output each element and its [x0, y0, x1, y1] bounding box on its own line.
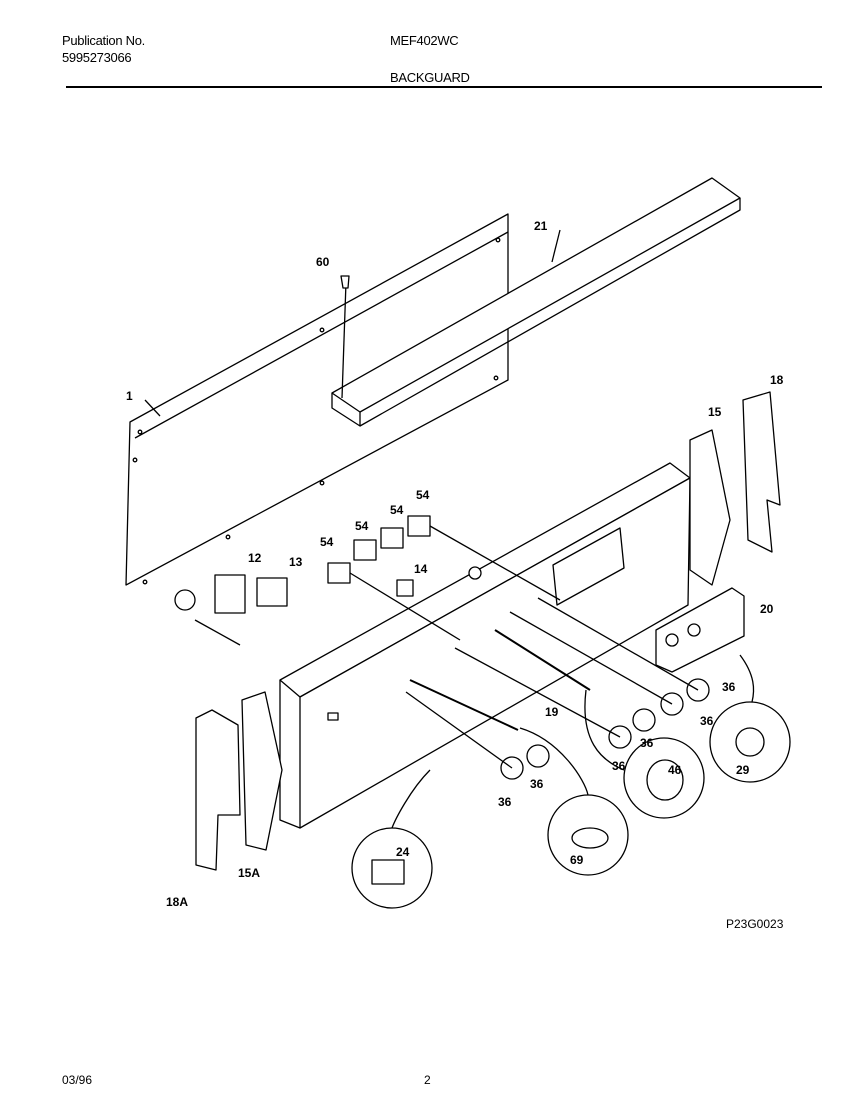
- label-part-36-d: 36: [612, 759, 626, 773]
- label-part-1: 1: [126, 389, 133, 403]
- label-part-19: 19: [545, 705, 559, 719]
- model-number: MEF402WC: [390, 33, 459, 48]
- publication-label: Publication No.: [62, 33, 145, 48]
- label-part-18a: 18A: [166, 895, 188, 909]
- connector-part-14: [396, 579, 414, 597]
- side-bracket-part-15: [689, 429, 731, 586]
- end-cap-part-18: [742, 391, 781, 553]
- label-part-54-d: 54: [320, 535, 334, 549]
- switch-part-13: [256, 577, 288, 607]
- thermostat-part-12: [174, 574, 246, 646]
- label-part-46: 46: [668, 763, 682, 777]
- side-bracket-part-15a: [241, 691, 283, 851]
- label-part-21: 21: [534, 219, 548, 233]
- label-part-54-c: 54: [355, 519, 369, 533]
- label-part-15: 15: [708, 405, 722, 419]
- label-part-29: 29: [736, 763, 750, 777]
- drawing-code: P23G0023: [726, 917, 784, 931]
- label-part-24: 24: [396, 845, 410, 859]
- label-part-36-c: 36: [640, 736, 654, 750]
- label-part-69: 69: [570, 853, 584, 867]
- section-title: BACKGUARD: [390, 70, 470, 85]
- label-part-36-b: 36: [700, 714, 714, 728]
- footer-page-number: 2: [424, 1073, 431, 1087]
- label-part-54-b: 54: [390, 503, 404, 517]
- top-trim-part-21: [331, 177, 741, 427]
- screw-part-60: [340, 275, 350, 399]
- label-part-15a: 15A: [238, 866, 260, 880]
- footer-date: 03/96: [62, 1073, 93, 1087]
- end-cap-part-18a: [195, 709, 241, 871]
- knobs-part-36: [405, 597, 710, 780]
- label-part-12: 12: [248, 551, 262, 565]
- label-part-36-f: 36: [498, 795, 512, 809]
- label-part-36-e: 36: [530, 777, 544, 791]
- rear-panel-part-1: [125, 213, 509, 586]
- header-rule: [66, 86, 822, 88]
- label-part-60: 60: [316, 255, 330, 269]
- switches-part-54: [327, 515, 561, 641]
- label-part-36-a: 36: [722, 680, 736, 694]
- label-part-13: 13: [289, 555, 303, 569]
- label-part-54-a: 54: [416, 488, 430, 502]
- label-part-20: 20: [760, 602, 774, 616]
- publication-number: 5995273066: [62, 50, 132, 65]
- label-part-18: 18: [770, 373, 784, 387]
- label-part-14: 14: [414, 562, 428, 576]
